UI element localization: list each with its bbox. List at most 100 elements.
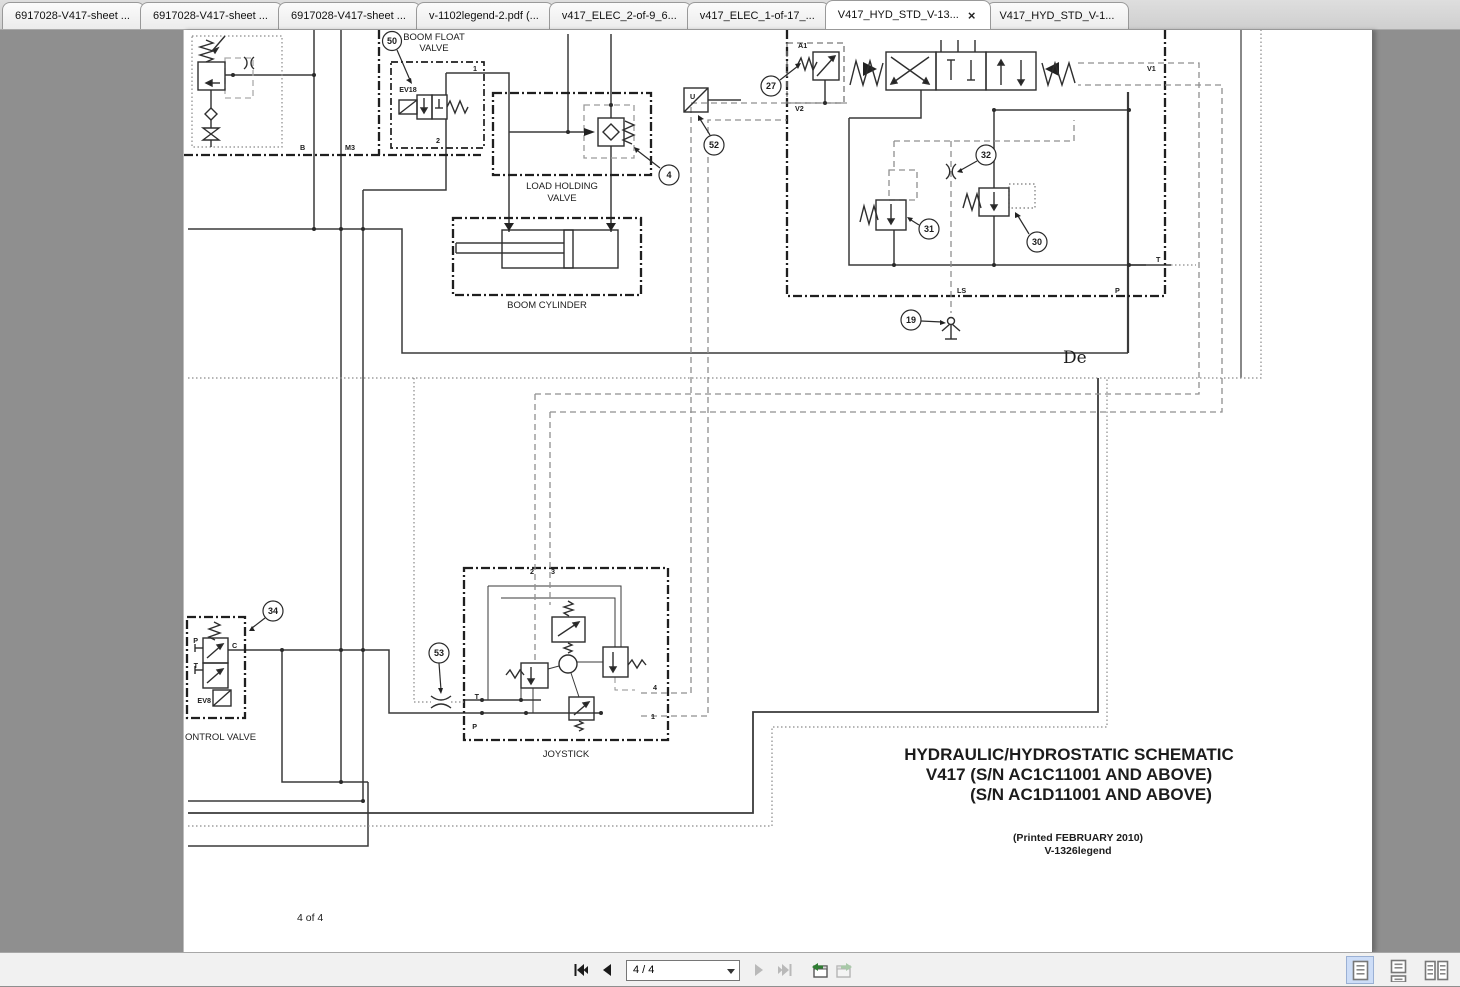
js-port-2: 2: [530, 567, 534, 576]
callout-badges: [249, 30, 1048, 694]
watermark-text: De: [1063, 348, 1087, 368]
printed-date: (Printed FEBRUARY 2010): [1013, 832, 1143, 844]
callout-31: 31: [924, 224, 934, 234]
legend-code: V-1326legend: [1044, 845, 1111, 857]
port-bf-2: 2: [436, 136, 440, 145]
next-page-icon: [755, 964, 763, 976]
page-layout-controls: [1346, 956, 1450, 984]
callout-52: 52: [709, 140, 719, 150]
next-view-button[interactable]: [834, 958, 856, 982]
schematic-title-line1: HYDRAULIC/HYDROSTATIC SCHEMATIC: [904, 745, 1234, 764]
load-holding-valve-label-1: LOAD HOLDING: [526, 181, 598, 192]
cv-port-p: P: [193, 636, 198, 645]
tab-sheet-1[interactable]: 6917028-V417-sheet ...: [2, 2, 145, 29]
tab-label: 6917028-V417-sheet ...: [152, 10, 268, 22]
callout-19: 19: [906, 315, 916, 325]
port-m3: M3: [345, 143, 355, 152]
single-page-view-button[interactable]: [1346, 956, 1374, 984]
page-number-combobox[interactable]: [626, 959, 740, 981]
next-view-icon: [836, 963, 852, 978]
tab-bar: 6917028-V417-sheet ... 6917028-V417-shee…: [0, 0, 1460, 30]
previous-view-button[interactable]: [808, 958, 830, 982]
enclosure-dash-dot-lines: [184, 30, 1167, 742]
js-port-3: 3: [551, 567, 555, 576]
tab-label: V417_HYD_STD_V-1...: [999, 10, 1115, 22]
schematic-title-line3: (S/N AC1D11001 AND ABOVE): [970, 785, 1212, 804]
callout-34: 34: [268, 606, 278, 616]
port-v1: V1: [1147, 64, 1156, 73]
tab-label: v417_ELEC_2-of-9_6...: [561, 10, 677, 22]
tab-legend-pdf[interactable]: v-1102legend-2.pdf (...: [415, 2, 554, 29]
continuous-scroll-view-button[interactable]: [1384, 956, 1412, 984]
next-page-button[interactable]: [748, 958, 770, 982]
tab-elec-1[interactable]: v417_ELEC_1-of-17_...: [686, 2, 830, 29]
pdf-page: 50 27 52 4 32 31 30 19 34 53 B M3 BOOM F…: [183, 30, 1373, 952]
document-viewer: 50 27 52 4 32 31 30 19 34 53 B M3 BOOM F…: [0, 30, 1460, 952]
previous-page-icon: [603, 964, 611, 976]
first-page-icon: [574, 964, 588, 976]
callout-4: 4: [666, 170, 671, 180]
previous-page-button[interactable]: [596, 958, 618, 982]
js-port-1: 1: [651, 712, 655, 721]
port-p: P: [1115, 286, 1120, 295]
callout-32: 32: [981, 150, 991, 160]
port-t: T: [1156, 255, 1161, 264]
callout-numbers: 50 27 52 4 32 31 30 19 34 53: [268, 36, 1042, 658]
hydraulic-schematic: 50 27 52 4 32 31 30 19 34 53 B M3 BOOM F…: [184, 30, 1262, 924]
tab-label: 6917028-V417-sheet ...: [15, 10, 130, 22]
js-port-p: P: [472, 722, 477, 731]
last-page-button[interactable]: [774, 958, 796, 982]
port-a1: A1: [798, 41, 807, 50]
first-page-button[interactable]: [570, 958, 592, 982]
sensor-u-glyph: U: [690, 92, 695, 101]
boom-cylinder-label: BOOM CYLINDER: [507, 300, 587, 311]
tab-sheet-2[interactable]: 6917028-V417-sheet ...: [139, 2, 283, 29]
close-icon[interactable]: ×: [967, 7, 976, 23]
callout-50: 50: [387, 36, 397, 46]
tab-label: v417_ELEC_1-of-17_...: [699, 10, 815, 22]
tab-sheet-3[interactable]: 6917028-V417-sheet ...: [277, 2, 421, 29]
previous-view-icon: [812, 963, 828, 978]
control-valve-label: ONTROL VALVE: [185, 732, 256, 743]
boom-float-valve-label-2: VALVE: [419, 43, 448, 54]
boom-float-valve-label-1: BOOM FLOAT: [403, 32, 465, 43]
cv-port-ev8: EV8: [197, 696, 211, 705]
page-number-input[interactable]: [627, 961, 719, 979]
load-holding-valve-label-2: VALVE: [547, 193, 576, 204]
port-ev18: EV18: [399, 85, 417, 94]
two-page-view-button[interactable]: [1422, 956, 1450, 984]
callout-30: 30: [1032, 237, 1042, 247]
inner-dash-dot: [390, 61, 485, 149]
tab-hyd-std-active[interactable]: V417_HYD_STD_V-13... ×: [824, 0, 992, 29]
cv-port-t: T: [194, 661, 199, 670]
port-b: B: [300, 143, 305, 152]
port-bf-1: 1: [473, 64, 477, 73]
sheet-page-label: 4 of 4: [297, 912, 323, 924]
tab-hyd-std-2[interactable]: V417_HYD_STD_V-1...: [986, 2, 1130, 29]
two-page-view-icon: [1424, 960, 1448, 980]
viewer-toolbar: [0, 952, 1460, 986]
port-v2: V2: [795, 104, 804, 113]
tab-label: 6917028-V417-sheet ...: [290, 10, 406, 22]
chevron-down-icon[interactable]: [727, 968, 735, 974]
continuous-scroll-icon: [1390, 959, 1406, 982]
port-ls: LS: [957, 286, 966, 295]
page-navigation: [570, 953, 856, 987]
schematic-title-line2: V417 (S/N AC1C11001 AND ABOVE): [926, 765, 1212, 784]
cv-port-c: C: [232, 641, 237, 650]
title-block: HYDRAULIC/HYDROSTATIC SCHEMATIC V417 (S/…: [904, 745, 1234, 857]
tab-label: v-1102legend-2.pdf (...: [428, 10, 539, 22]
single-page-icon: [1352, 960, 1368, 980]
tab-label: V417_HYD_STD_V-13...: [837, 9, 959, 21]
component-symbols: [194, 35, 1076, 732]
schematic-labels: B M3 BOOM FLOAT VALVE EV18 1 2 LOAD HOLD…: [185, 32, 1161, 924]
junction-dots: [231, 73, 1131, 803]
callout-53: 53: [434, 648, 444, 658]
last-page-icon: [778, 964, 792, 976]
callout-27: 27: [766, 81, 776, 91]
schematic-solid-lines: [188, 30, 1242, 847]
js-port-t: T: [475, 692, 480, 701]
joystick-label: JOYSTICK: [543, 749, 590, 760]
tab-elec-2[interactable]: v417_ELEC_2-of-9_6...: [548, 2, 692, 29]
js-port-4: 4: [653, 683, 657, 692]
